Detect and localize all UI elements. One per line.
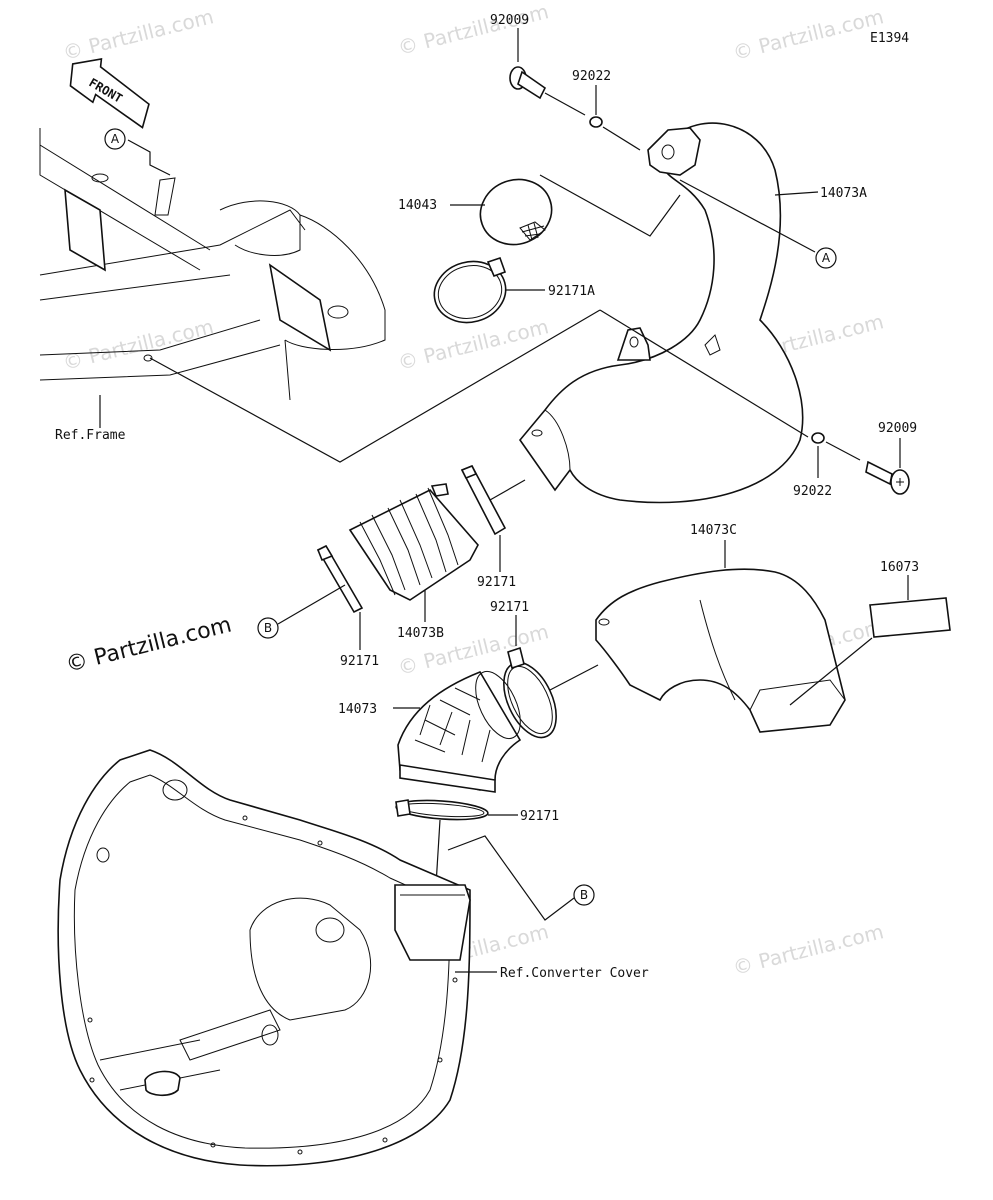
converter-cover-drawing [57,749,497,1167]
ref-converter-cover-label: Ref.Converter Cover [500,966,649,981]
screw-92009-right [865,438,910,495]
washer-92022-top [589,85,641,151]
watermark-text: © Partzilla.com [395,314,551,375]
label-92009-top: 92009 [490,13,529,28]
label-92022-right: 92022 [793,484,832,499]
callout-b-right-label: B [580,888,588,902]
clamp-92171-d [395,799,518,886]
front-arrow: FRONT [69,57,150,129]
clamp-92171-c [503,615,599,739]
watermark-text: © Partzilla.com [395,0,551,60]
frame-drawing [39,128,386,428]
callout-a-label: A [111,132,120,146]
label-92171-c: 92171 [490,600,529,615]
label-14043: 14043 [398,198,437,213]
label-14073A: 14073A [820,186,867,201]
callout-b-left-label: B [264,621,272,635]
washer-92022-right [811,432,861,478]
label-92022-top: 92022 [572,69,611,84]
duct-14073A [518,122,819,504]
elbow-14073 [393,670,522,793]
callout-b-right: B [447,835,595,921]
watermark-text: © Partzilla.com [730,4,886,65]
callout-a-left: A [104,128,171,176]
watermark-main: © Partzilla.com [63,612,234,677]
boot-14073B [348,483,479,622]
filter-14043 [450,174,681,246]
label-92171-b: 92171 [340,654,379,669]
label-plate-16073 [789,575,951,706]
diagram-code: E1394 [870,31,909,46]
clamp-92171-a [460,464,526,572]
duct-14073C [595,540,846,733]
label-92171A: 92171A [548,284,595,299]
callout-a-right: A [679,179,837,269]
clamp-92171-b [316,544,364,650]
watermark-text: © Partzilla.com [60,4,216,65]
clamp-92171A [149,256,809,463]
label-92009-right: 92009 [878,421,917,436]
label-92171-d: 92171 [520,809,559,824]
label-14073C: 14073C [690,523,737,538]
watermark-text: © Partzilla.com [60,314,216,375]
callout-a-right-label: A [822,251,831,265]
label-14073: 14073 [338,702,377,717]
label-14073B: 14073B [397,626,444,641]
label-92171-a: 92171 [477,575,516,590]
ref-frame-label: Ref.Frame [55,428,126,443]
screw-92009-top [509,28,586,116]
callout-b-left: B [257,584,346,639]
label-16073: 16073 [880,560,919,575]
watermark-text: © Partzilla.com [730,919,886,980]
